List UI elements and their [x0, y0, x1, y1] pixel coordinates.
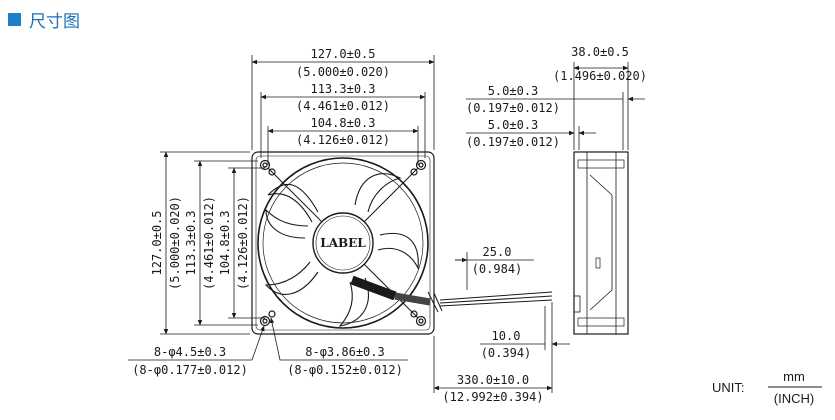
front-vspan2-mm: 104.8±0.3	[218, 210, 232, 275]
fan-frame	[251, 151, 435, 335]
wire-dimensions	[433, 252, 570, 393]
fan-side-view	[573, 151, 629, 335]
front-span1-mm: 113.3±0.3	[310, 82, 375, 96]
front-horizontal-dimensions	[251, 55, 435, 165]
fan-hub	[312, 212, 374, 274]
wire-tin-mm: 10.0	[492, 329, 521, 343]
hole-outer-in: (8-φ0.177±0.012)	[132, 363, 248, 377]
hole-outer-mm: 8-φ4.5±0.3	[154, 345, 226, 359]
fan-front-view	[251, 151, 553, 335]
unit-top: mm	[783, 369, 805, 384]
wire-length-in: (12.992±0.394)	[442, 390, 543, 404]
front-width-in: (5.000±0.020)	[296, 65, 390, 79]
front-span2-mm: 104.8±0.3	[310, 116, 375, 130]
wire-strip-in: (0.984)	[472, 262, 523, 276]
front-vspan2-in: (4.126±0.012)	[236, 196, 250, 290]
side-body	[573, 151, 629, 335]
section-header: 尺寸图	[8, 6, 80, 32]
fan-blades	[264, 173, 419, 327]
fan-cable	[350, 275, 553, 313]
front-height-mm: 127.0±0.5	[150, 210, 164, 275]
hole-inner-in: (8-φ0.152±0.012)	[287, 363, 403, 377]
side-depth-in: (1.496±0.020)	[553, 69, 647, 83]
unit-bottom: (INCH)	[774, 391, 814, 406]
side-depth-mm: 38.0±0.5	[571, 45, 629, 59]
hole-callout-leaders	[128, 317, 408, 361]
front-vertical-dimensions	[160, 151, 265, 335]
front-height-in: (5.000±0.020)	[168, 196, 182, 290]
mounting-holes	[259, 159, 427, 327]
front-vspan1-in: (4.461±0.012)	[202, 196, 216, 290]
unit-label: UNIT:	[712, 380, 745, 395]
side-flange2-mm: 5.0±0.3	[488, 118, 539, 132]
side-dimensions	[466, 62, 645, 150]
fan-venturi	[257, 157, 429, 329]
hole-inner-mm: 8-φ3.86±0.3	[305, 345, 384, 359]
section-title: 尺寸图	[29, 11, 80, 32]
front-span2-in: (4.126±0.012)	[296, 133, 390, 147]
unit-legend: UNIT: mm (INCH)	[712, 369, 822, 406]
side-flange2-in: (0.197±0.012)	[466, 135, 560, 149]
side-flange1-in: (0.197±0.012)	[466, 101, 560, 115]
blue-square-icon	[8, 12, 21, 26]
fan-frame-inner	[255, 155, 431, 331]
side-flange1-mm: 5.0±0.3	[488, 84, 539, 98]
front-vspan1-mm: 113.3±0.3	[184, 210, 198, 275]
wire-strip-mm: 25.0	[483, 245, 512, 259]
front-span1-in: (4.461±0.012)	[296, 99, 390, 113]
wire-tin-in: (0.394)	[481, 346, 532, 360]
wire-length-mm: 330.0±10.0	[457, 373, 529, 387]
hub-label: LABEL	[320, 236, 366, 250]
front-width-mm: 127.0±0.5	[310, 47, 375, 61]
